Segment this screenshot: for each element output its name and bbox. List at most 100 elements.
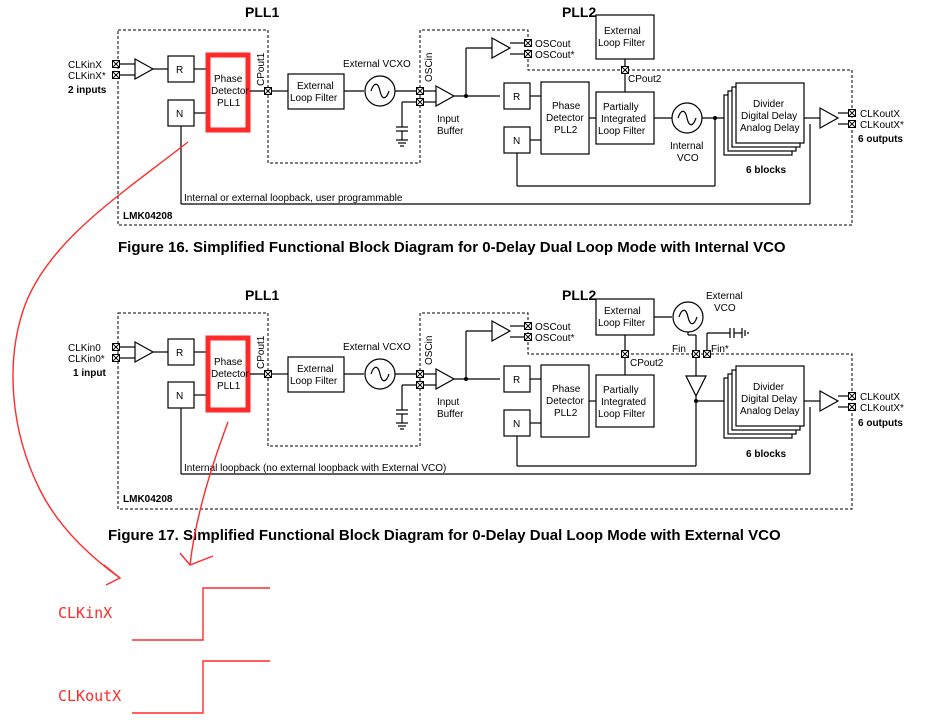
oscout-buffer-icon (491, 320, 511, 342)
oscout-pad (524, 39, 532, 47)
oscin-pad (416, 381, 424, 389)
pd2-text: Phase (552, 384, 581, 395)
cpout2-pad (621, 66, 629, 74)
r2-label: R (513, 375, 520, 386)
pd2-text: PLL2 (554, 125, 578, 136)
phase-detector-pll2 (540, 364, 590, 438)
r2-label: R (513, 92, 520, 103)
fin-neg-pad (703, 350, 711, 358)
arrowhead (179, 552, 214, 566)
phase-detector-pll1 (205, 52, 251, 133)
cpout1-pad (264, 87, 272, 95)
evco-label: VCO (714, 303, 736, 314)
oscout-pad (524, 333, 532, 341)
n2-label: N (513, 419, 520, 430)
pll2-title: PLL2 (562, 4, 596, 20)
cpout2-pad (621, 350, 629, 358)
arrow-curve-clkoutx (189, 421, 229, 566)
pd2-text: Detector (546, 113, 584, 124)
output-pad (848, 403, 856, 411)
oscin-pad (416, 98, 424, 106)
vcxo-label: External VCXO (343, 59, 411, 70)
partially-integrated-loop-filter (595, 374, 655, 428)
pll1-title: PLL1 (245, 4, 279, 20)
fin-neg-label: Fin* (711, 344, 729, 355)
divider-delay-block (735, 82, 805, 144)
external-loop-filter-1 (287, 73, 345, 110)
internal-vco-icon (671, 102, 703, 134)
cpout2-label: CPout2 (630, 358, 664, 369)
clkoutx-annotation: CLKoutX (58, 687, 121, 705)
input-pos-label: CLKinX (68, 60, 102, 71)
oscin-pad (416, 370, 424, 378)
input-count: 1 input (73, 368, 106, 379)
output-neg-label: CLKoutX* (860, 403, 904, 414)
elf1-text: External (297, 81, 334, 92)
pilf-text: Loop Filter (598, 409, 646, 420)
evco-label: External (706, 291, 743, 302)
part-number: LMK04208 (123, 494, 173, 505)
input-buffer-label: Buffer (437, 409, 464, 420)
pilf-text: Loop Filter (598, 126, 646, 137)
output-pos-label: CLKoutX (860, 109, 900, 120)
div-text: Digital Delay (741, 111, 797, 122)
oscout-buffer-icon (491, 37, 511, 59)
oscout-label: OSCout (535, 39, 571, 50)
fin-label: Fin (672, 344, 686, 355)
hand-annotations: CLKinX CLKoutX (12, 141, 270, 714)
input-pad (112, 60, 120, 68)
input-buffer-label: Buffer (437, 126, 464, 137)
external-loop-filter-1 (287, 356, 345, 393)
elf2-text: Loop Filter (598, 318, 646, 329)
vco-label: Internal (670, 141, 703, 152)
n2-divider (503, 126, 531, 154)
r-divider (167, 55, 195, 83)
elf1-text: Loop Filter (290, 376, 338, 387)
input-buffer-icon (435, 368, 455, 390)
external-vco-icon (672, 301, 704, 333)
oscin-label: OSCin (424, 336, 435, 365)
output-count: 6 outputs (858, 418, 903, 429)
r-label: R (176, 65, 183, 76)
input-pad (112, 343, 120, 351)
elf2-text: External (604, 26, 641, 37)
div-text: Digital Delay (741, 394, 797, 405)
phase-detector-pll1 (205, 335, 251, 413)
figure-17: PLL1 PLL2 CLKin0 CLKin0* 1 input R N Pha… (68, 287, 904, 544)
output-pad (848, 109, 856, 117)
elf2-text: External (604, 306, 641, 317)
input-count: 2 inputs (68, 85, 107, 96)
fin-buffer-icon (685, 375, 707, 398)
figure-caption: Figure 16. Simplified Functional Block D… (118, 239, 786, 256)
cpout1-label: CPout1 (256, 335, 267, 369)
elf1-text: Loop Filter (290, 93, 338, 104)
input-neg-label: CLKin0* (68, 354, 105, 365)
external-loop-filter-2 (595, 298, 655, 336)
blocks-label: 6 blocks (746, 165, 786, 176)
arrowhead (103, 564, 122, 586)
clkinx-waveform (132, 587, 270, 641)
input-buffer-triangle (134, 341, 154, 363)
r2-divider (503, 365, 531, 393)
loopback-label: Internal loopback (no external loopback … (184, 463, 446, 474)
input-neg-label: CLKinX* (68, 71, 106, 82)
part-number: LMK04208 (123, 211, 173, 222)
output-neg-label: CLKoutX* (860, 120, 904, 131)
n2-label: N (513, 136, 520, 147)
cpout2-label: CPout2 (628, 74, 662, 85)
pd2-text: Detector (546, 396, 584, 407)
arrow-curve-clkinx (12, 141, 189, 579)
pd1-text: Phase (214, 74, 243, 85)
r-label: R (176, 348, 183, 359)
n-label: N (176, 109, 183, 120)
pd2-text: Phase (552, 101, 581, 112)
cpout1-pad (264, 370, 272, 378)
div-text: Divider (753, 99, 785, 110)
pll1-title: PLL1 (245, 287, 279, 303)
output-pad (848, 120, 856, 128)
oscout-pad (524, 50, 532, 58)
oscout-pad (524, 322, 532, 330)
input-pad (112, 71, 120, 79)
blocks-label: 6 blocks (746, 449, 786, 460)
